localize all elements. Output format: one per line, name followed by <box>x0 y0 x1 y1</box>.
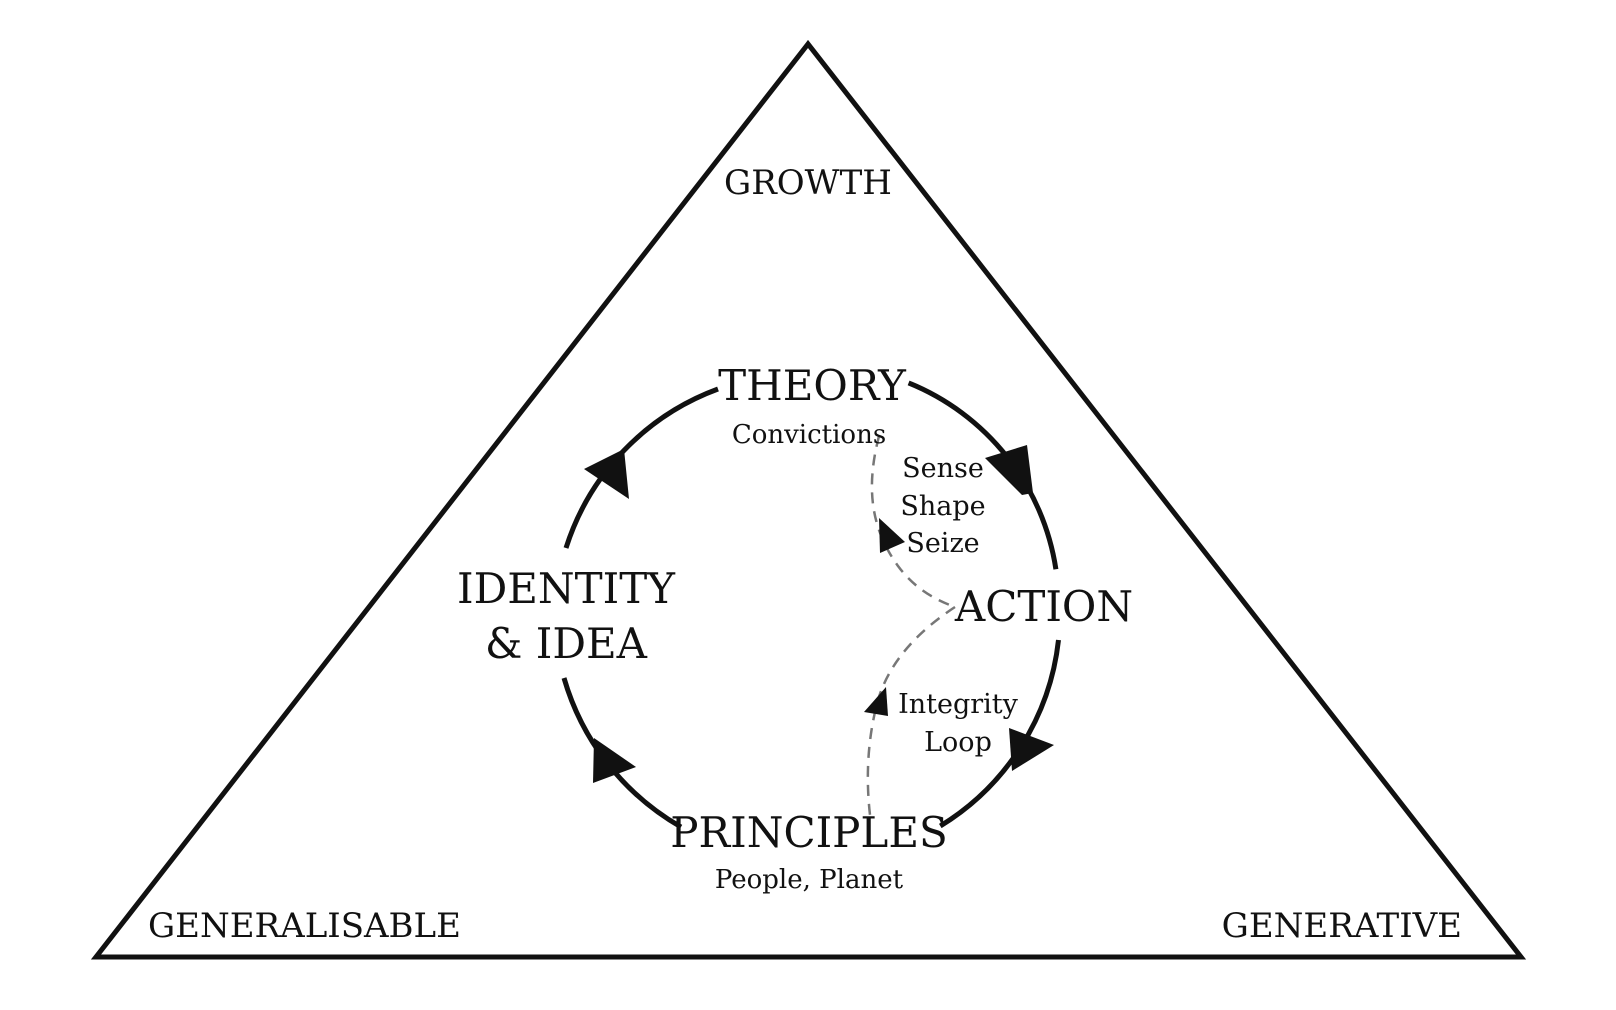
node-action-title: ACTION <box>954 582 1133 631</box>
corner-label-generative: GENERATIVE <box>1222 906 1462 946</box>
arrowhead-theory-to-action <box>985 445 1033 495</box>
node-action-note-shape: Shape <box>900 491 985 522</box>
arrowhead-principles-to-identity <box>593 738 636 783</box>
node-principles: PRINCIPLES People, Planet <box>670 808 948 895</box>
arrowhead-identity-to-theory <box>584 449 629 499</box>
node-action-note-sense: Sense <box>902 453 984 484</box>
arrowhead-loop-upper <box>879 518 905 553</box>
node-identity: IDENTITY & IDEA <box>457 564 676 668</box>
node-identity-line-2: & IDEA <box>485 619 648 668</box>
node-identity-line-1: IDENTITY <box>457 564 676 613</box>
integrity-loop-label-line-1: Integrity <box>898 689 1019 720</box>
arrowhead-action-to-principles <box>1009 728 1054 771</box>
integrity-loop-label-line-2: Loop <box>924 727 992 758</box>
outer-triangle <box>90 39 1527 960</box>
node-theory-title: THEORY <box>718 361 907 410</box>
integrity-loop-arrowheads <box>864 518 905 716</box>
node-action: ACTION Sense Shape Seize <box>900 453 1133 631</box>
integrity-loop-label: Integrity Loop <box>898 689 1019 758</box>
corner-label-generalisable: GENERALISABLE <box>148 906 461 946</box>
node-principles-title: PRINCIPLES <box>670 808 948 857</box>
cycle-arrowheads <box>584 445 1054 783</box>
arrowhead-loop-lower <box>864 687 888 716</box>
node-action-note-seize: Seize <box>906 528 979 559</box>
node-theory: THEORY Convictions <box>718 361 907 450</box>
node-principles-subtitle: People, Planet <box>715 865 904 895</box>
corner-label-growth: GROWTH <box>724 163 892 203</box>
cycle-arc-principles-to-identity <box>561 677 683 830</box>
integrity-loop-upper-path <box>870 435 956 609</box>
node-theory-subtitle: Convictions <box>732 420 886 450</box>
